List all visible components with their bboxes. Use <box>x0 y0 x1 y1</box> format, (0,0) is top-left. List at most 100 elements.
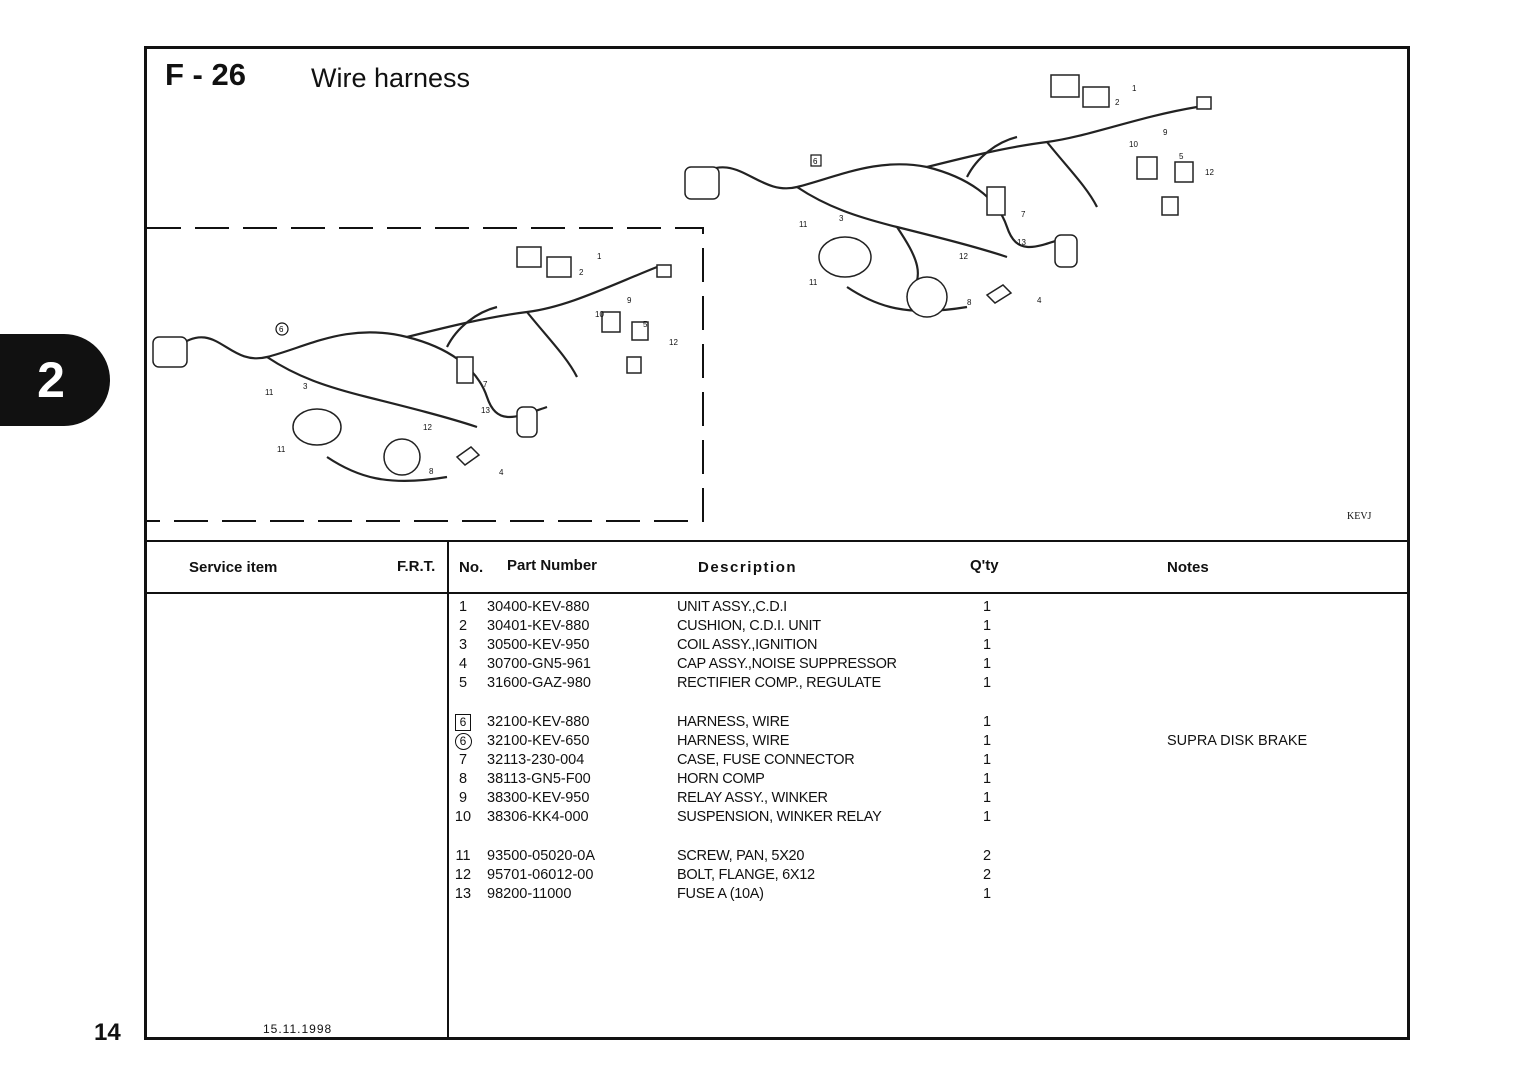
part-qty: 1 <box>982 637 992 653</box>
svg-text:12: 12 <box>959 252 968 261</box>
square-marker: 6 <box>455 714 471 731</box>
svg-text:7: 7 <box>483 380 488 389</box>
part-qty: 1 <box>982 771 992 787</box>
part-number: 30401-KEV-880 <box>487 618 590 634</box>
part-number: 38113-GN5-F00 <box>487 771 591 787</box>
svg-text:9: 9 <box>1163 128 1168 137</box>
header-frt: F.R.T. <box>397 558 436 575</box>
part-number: 98200-11000 <box>487 886 572 902</box>
item-no: 2 <box>458 618 468 634</box>
svg-text:11: 11 <box>277 445 286 454</box>
header-qty: Q'ty <box>970 557 999 574</box>
circle-marker: 6 <box>454 733 472 750</box>
part-number: 30400-KEV-880 <box>487 599 590 615</box>
svg-text:4: 4 <box>499 468 504 477</box>
svg-text:2: 2 <box>579 268 584 277</box>
section-tab: 2 <box>0 334 110 426</box>
part-description: HARNESS, WIRE <box>677 733 790 749</box>
svg-text:9: 9 <box>627 296 632 305</box>
svg-text:12: 12 <box>1205 168 1214 177</box>
item-no: 12 <box>454 867 472 883</box>
svg-text:10: 10 <box>595 310 604 319</box>
part-description: HORN COMP <box>677 771 765 787</box>
table-top-rule <box>147 540 1407 542</box>
part-description: CAP ASSY.,NOISE SUPPRESSOR <box>677 656 897 672</box>
svg-text:11: 11 <box>799 220 808 229</box>
part-number: 32100-KEV-880 <box>487 714 590 730</box>
part-description: CASE, FUSE CONNECTOR <box>677 752 855 768</box>
item-no: 9 <box>458 790 468 806</box>
header-part-number: Part Number <box>507 557 598 574</box>
part-qty: 1 <box>982 618 992 634</box>
svg-text:4: 4 <box>1037 296 1042 305</box>
part-description: FUSE A (10A) <box>677 886 764 902</box>
item-no: 8 <box>458 771 468 787</box>
model-code: KEVJ <box>1347 511 1372 522</box>
part-number: 38300-KEV-950 <box>487 790 590 806</box>
part-number: 30500-KEV-950 <box>487 637 590 653</box>
part-description: RELAY ASSY., WINKER <box>677 790 828 806</box>
svg-text:6: 6 <box>813 157 818 166</box>
svg-text:1: 1 <box>1132 84 1137 93</box>
part-description: UNIT ASSY.,C.D.I <box>677 599 787 615</box>
svg-text:2: 2 <box>1115 98 1120 107</box>
item-no: 11 <box>455 848 471 864</box>
item-no: 5 <box>458 675 468 691</box>
column-divider <box>447 540 449 1040</box>
part-number: 32100-KEV-650 <box>487 733 590 749</box>
part-description: HARNESS, WIRE <box>677 714 790 730</box>
issue-date: 15.11.1998 <box>263 1022 333 1036</box>
part-qty: 1 <box>982 599 992 615</box>
header-service-item: Service item <box>189 559 278 576</box>
part-qty: 1 <box>982 733 992 749</box>
part-qty: 1 <box>982 656 992 672</box>
table-header-rule <box>147 592 1407 594</box>
svg-text:8: 8 <box>429 467 434 476</box>
svg-text:11: 11 <box>809 278 818 287</box>
part-number: 93500-05020-0A <box>487 848 596 864</box>
part-qty: 1 <box>982 790 992 806</box>
header-description: Description <box>698 559 798 576</box>
svg-text:11: 11 <box>265 388 274 397</box>
svg-text:13: 13 <box>1017 238 1026 247</box>
item-no: 10 <box>454 809 472 825</box>
item-no: 7 <box>458 752 468 768</box>
part-qty: 1 <box>982 675 992 691</box>
part-qty: 1 <box>982 714 992 730</box>
part-qty: 1 <box>982 886 992 902</box>
item-no: 1 <box>458 599 468 615</box>
figure-code: F - 26 <box>165 57 246 92</box>
item-no: 3 <box>458 637 468 653</box>
svg-text:6: 6 <box>279 325 284 334</box>
part-notes: SUPRA DISK BRAKE <box>1167 733 1308 749</box>
part-qty: 2 <box>982 867 992 883</box>
svg-text:5: 5 <box>643 320 648 329</box>
part-number: 95701-06012-00 <box>487 867 594 883</box>
svg-text:12: 12 <box>423 423 432 432</box>
svg-text:3: 3 <box>303 382 308 391</box>
svg-text:12: 12 <box>669 338 678 347</box>
part-description: CUSHION, C.D.I. UNIT <box>677 618 821 634</box>
part-qty: 1 <box>982 809 992 825</box>
part-description: RECTIFIER COMP., REGULATE <box>677 675 881 691</box>
header-notes: Notes <box>1167 559 1209 576</box>
item-no: 4 <box>458 656 468 672</box>
part-qty: 2 <box>982 848 992 864</box>
svg-text:13: 13 <box>481 406 490 415</box>
page-number: 14 <box>94 1019 121 1046</box>
part-number: 38306-KK4-000 <box>487 809 589 825</box>
part-number: 32113-230-004 <box>487 752 585 768</box>
svg-text:3: 3 <box>839 214 844 223</box>
part-number: 30700-GN5-961 <box>487 656 591 672</box>
part-description: SCREW, PAN, 5X20 <box>677 848 805 864</box>
header-no: No. <box>459 559 484 576</box>
svg-text:7: 7 <box>1021 210 1026 219</box>
part-number: 31600-GAZ-980 <box>487 675 591 691</box>
svg-text:1: 1 <box>597 252 602 261</box>
svg-text:5: 5 <box>1179 152 1184 161</box>
part-description: BOLT, FLANGE, 6X12 <box>677 867 815 883</box>
svg-text:8: 8 <box>967 298 972 307</box>
part-description: COIL ASSY.,IGNITION <box>677 637 818 653</box>
